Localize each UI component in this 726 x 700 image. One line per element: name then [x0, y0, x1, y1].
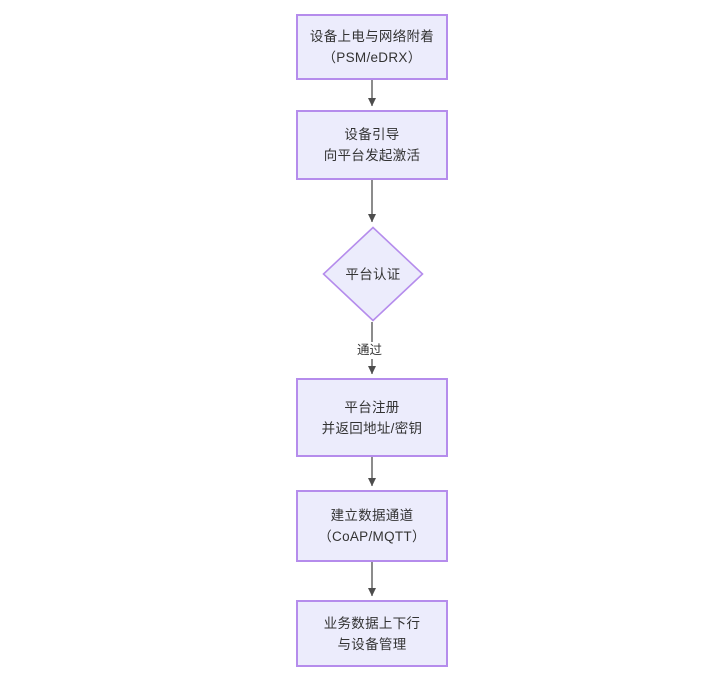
node-establish-data-channel[interactable]: 建立数据通道 （CoAP/MQTT）: [296, 490, 448, 562]
node-line: 设备上电与网络附着: [309, 29, 435, 44]
node-line: 向平台发起激活: [323, 148, 421, 163]
node-line: 建立数据通道: [330, 508, 414, 523]
node-platform-register[interactable]: 平台注册 并返回地址/密钥: [296, 378, 448, 457]
node-line: 与设备管理: [337, 636, 407, 652]
node-device-power-on[interactable]: 设备上电与网络附着 （PSM/eDRX）: [296, 14, 448, 80]
diamond-shape: [322, 226, 424, 322]
node-line: 平台认证: [345, 266, 401, 282]
node-device-bootstrap[interactable]: 设备引导 向平台发起激活: [296, 110, 448, 180]
node-business-data-and-device-management[interactable]: 业务数据上下行 与设备管理: [296, 600, 448, 667]
node-line: 设备引导: [344, 127, 400, 142]
node-line: 业务数据上下行: [323, 615, 421, 631]
node-line: （CoAP/MQTT）: [318, 529, 426, 544]
node-line: 平台注册: [344, 399, 400, 415]
edge-label-pass: 通过: [356, 342, 384, 359]
node-line: （PSM/eDRX）: [322, 50, 422, 65]
node-line: 并返回地址/密钥: [321, 420, 423, 436]
node-platform-auth-decision[interactable]: 平台认证: [322, 226, 424, 322]
